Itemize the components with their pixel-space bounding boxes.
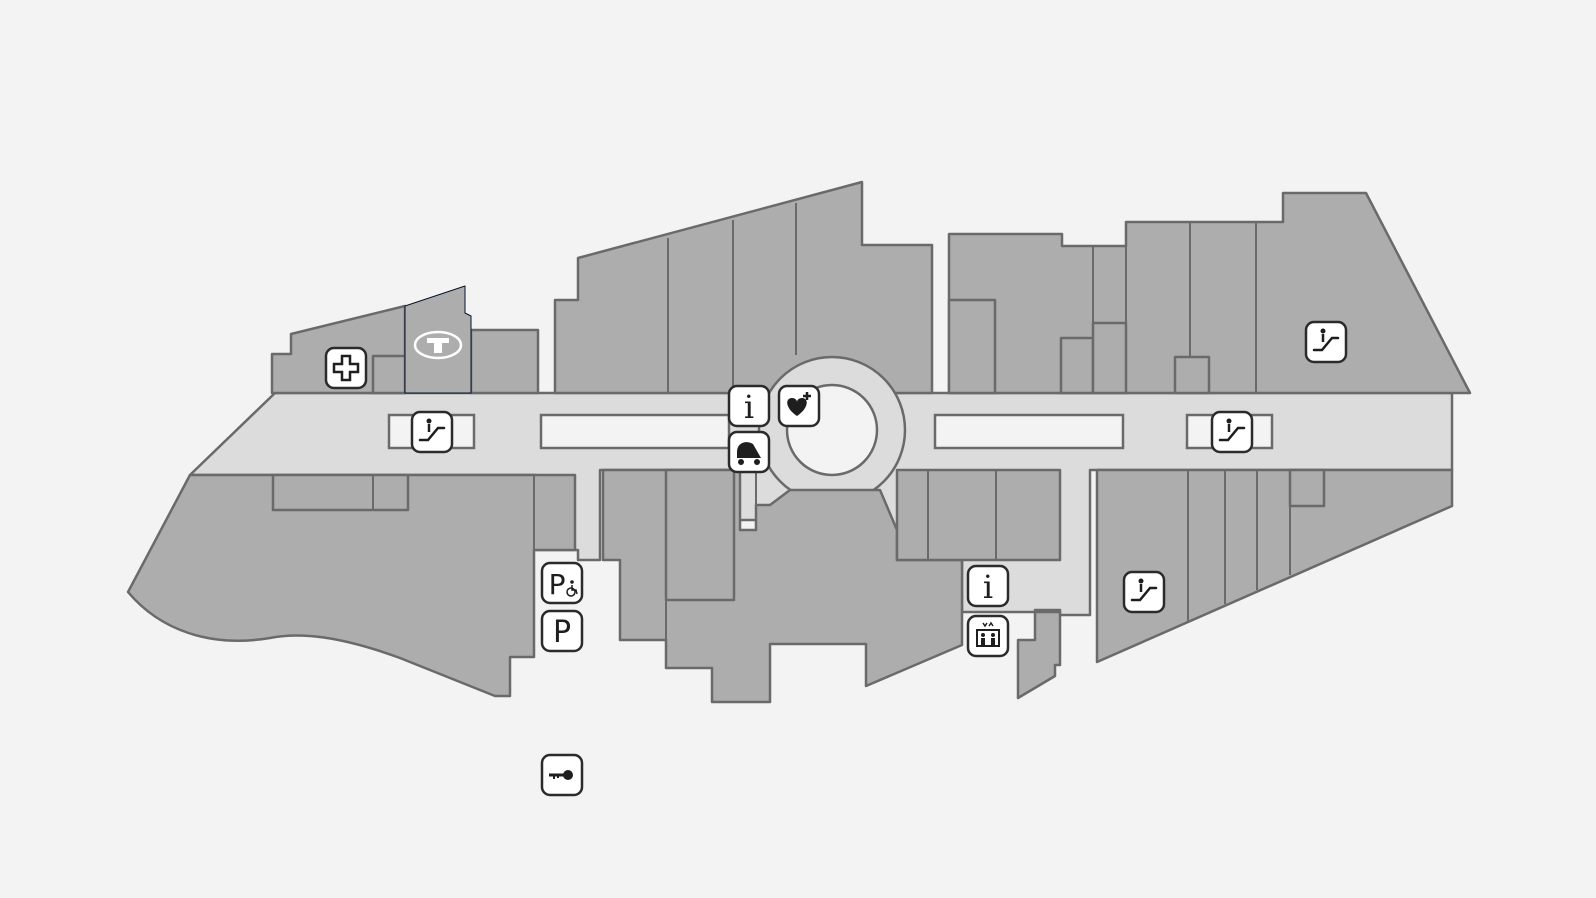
- information-icon[interactable]: i: [966, 564, 1010, 608]
- store-se-1[interactable]: [1288, 468, 1326, 508]
- store-sc-3[interactable]: [1016, 610, 1062, 700]
- store-sw-anchor[interactable]: [126, 473, 577, 698]
- store-se-block[interactable]: [1095, 468, 1454, 664]
- store-nc-block[interactable]: [553, 180, 934, 395]
- parking-icon[interactable]: P: [540, 609, 584, 653]
- accessible-parking-icon[interactable]: P: [540, 561, 584, 605]
- svg-text:P: P: [553, 615, 571, 650]
- elevator-icon[interactable]: [966, 614, 1010, 658]
- escalator-icon[interactable]: [410, 410, 454, 454]
- void-center-west: [539, 413, 731, 450]
- escalator-icon[interactable]: [1210, 410, 1254, 454]
- void-center-east: [933, 413, 1125, 450]
- store-ne-4[interactable]: [1173, 355, 1211, 395]
- store-ne-3[interactable]: [1091, 321, 1128, 395]
- store-sc-1[interactable]: [664, 468, 736, 602]
- escalator-icon[interactable]: [1304, 320, 1348, 364]
- store-nw-3[interactable]: [469, 328, 540, 395]
- escalator-icon[interactable]: [1122, 570, 1166, 614]
- information-icon[interactable]: i: [727, 384, 771, 428]
- store-sw-1[interactable]: [271, 473, 410, 512]
- svg-text:P: P: [549, 568, 566, 601]
- defibrillator-heart-icon[interactable]: [777, 384, 821, 428]
- svg-text:i: i: [983, 568, 993, 606]
- svg-text:i: i: [744, 388, 754, 426]
- store-ne-1[interactable]: [947, 298, 997, 395]
- key-icon[interactable]: [540, 753, 584, 797]
- t-shirt-logo-icon[interactable]: [413, 330, 463, 360]
- store-sc-2[interactable]: [895, 468, 1062, 562]
- stroller-icon[interactable]: [727, 430, 771, 474]
- first-aid-cross-icon[interactable]: [324, 346, 368, 390]
- store-ne-2[interactable]: [1059, 336, 1095, 395]
- store-nw-2[interactable]: [371, 354, 407, 395]
